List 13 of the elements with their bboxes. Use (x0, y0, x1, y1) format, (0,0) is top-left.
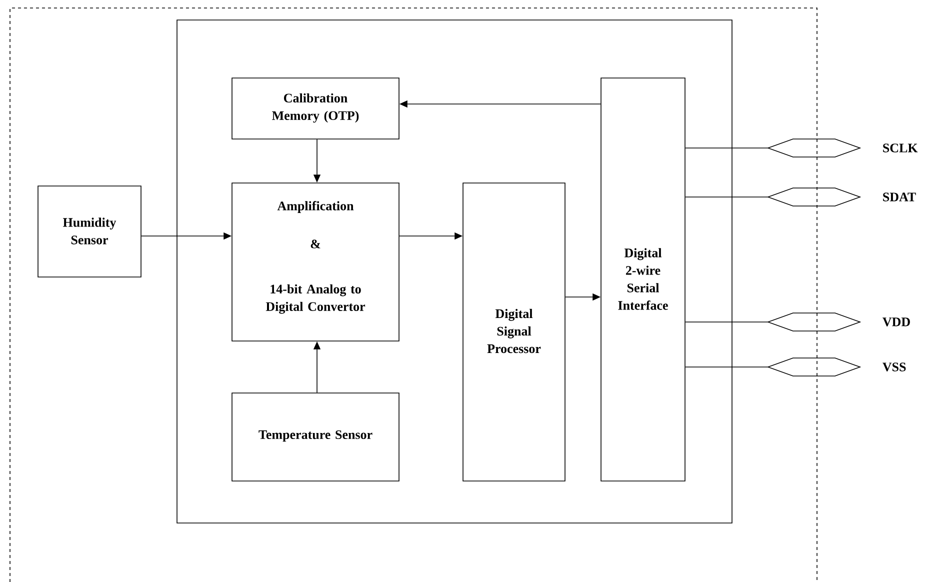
pin-label: SDAT (883, 192, 916, 202)
sensor-box: Temperature Sensor (232, 392, 400, 482)
pin-label: VDD (882, 318, 910, 326)
connector-line (685, 196, 768, 198)
processor-box: Digital Signal Processor (462, 182, 566, 482)
converter-box: Amplification & 14-bit Analog to Digital Convertor (232, 182, 400, 342)
connector-line (685, 366, 768, 368)
interface-box: Digital 2-wire Serial Interface (600, 78, 686, 482)
memory-box: Calibration Memory (OTP) (232, 78, 400, 140)
pin-label: SCLK (883, 144, 918, 152)
sensor-box: Humidity Sensor (38, 186, 142, 278)
dashed-boundary (10, 8, 818, 582)
pin-label: VSS (882, 362, 906, 372)
